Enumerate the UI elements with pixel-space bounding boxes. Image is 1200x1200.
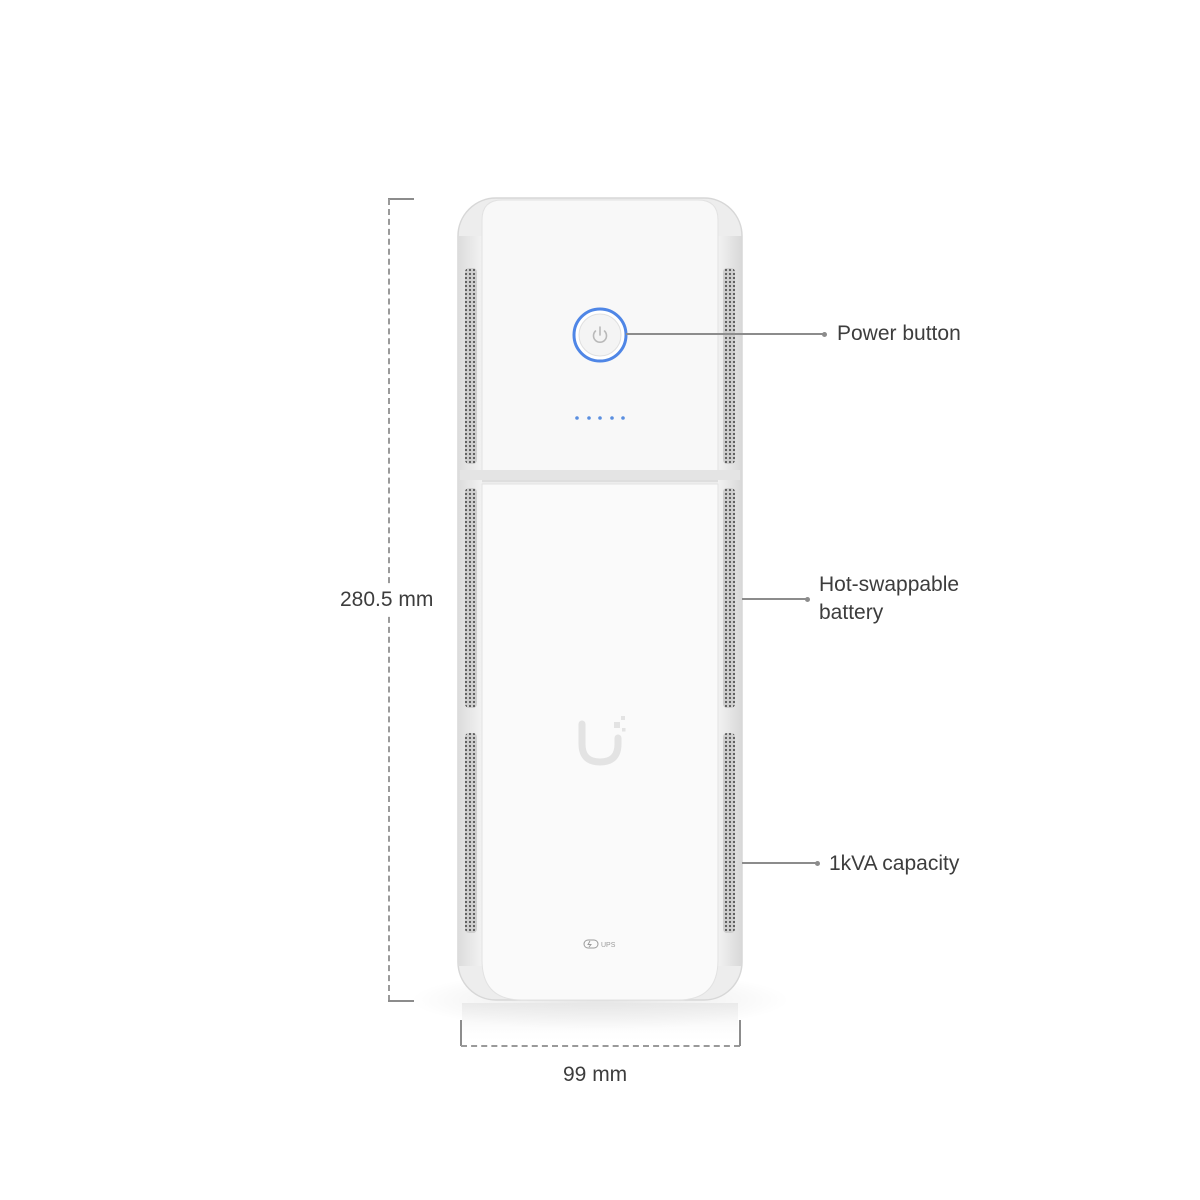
power-button-callout-dot [822, 331, 827, 337]
right-grille-bottom [723, 733, 735, 933]
left-grille-bottom [465, 733, 477, 933]
right-grille-top [723, 268, 735, 464]
width-dimension-left-tick [460, 1020, 462, 1046]
battery-callout-label-line1: Hot-swappable [819, 573, 960, 596]
capacity-callout-line [742, 862, 816, 864]
left-grille-middle [465, 488, 477, 708]
ubiquiti-u-logo-icon [578, 716, 626, 766]
battery-callout-label: Hot-swappable battery [819, 571, 959, 627]
panel-seam [460, 470, 740, 480]
battery-door-panel [481, 483, 719, 1001]
status-leds [575, 416, 625, 420]
left-grille-top [465, 268, 477, 464]
floor-reflection [462, 1003, 738, 1045]
ups-badge-text: UPS [601, 942, 616, 949]
power-button-callout-label: Power button [837, 322, 961, 345]
battery-callout-label-line2: battery [819, 601, 884, 624]
ups-badge-icon [583, 939, 599, 949]
power-button-callout-line [626, 333, 824, 335]
battery-callout-line [742, 598, 806, 600]
width-dimension-right-tick [739, 1020, 741, 1046]
height-dimension-bottom-tick [388, 1000, 414, 1002]
capacity-callout-label: 1kVA capacity [829, 852, 960, 875]
power-button[interactable] [572, 307, 628, 363]
width-dimension-label: 99 mm [563, 1063, 628, 1086]
height-dimension-label: 280.5 mm [338, 586, 436, 614]
width-dimension-line [461, 1045, 740, 1047]
height-dimension-top-tick [388, 198, 414, 200]
right-grille-middle [723, 488, 735, 708]
battery-callout-dot [805, 596, 810, 602]
power-icon [592, 326, 608, 343]
capacity-callout-dot [815, 860, 820, 866]
